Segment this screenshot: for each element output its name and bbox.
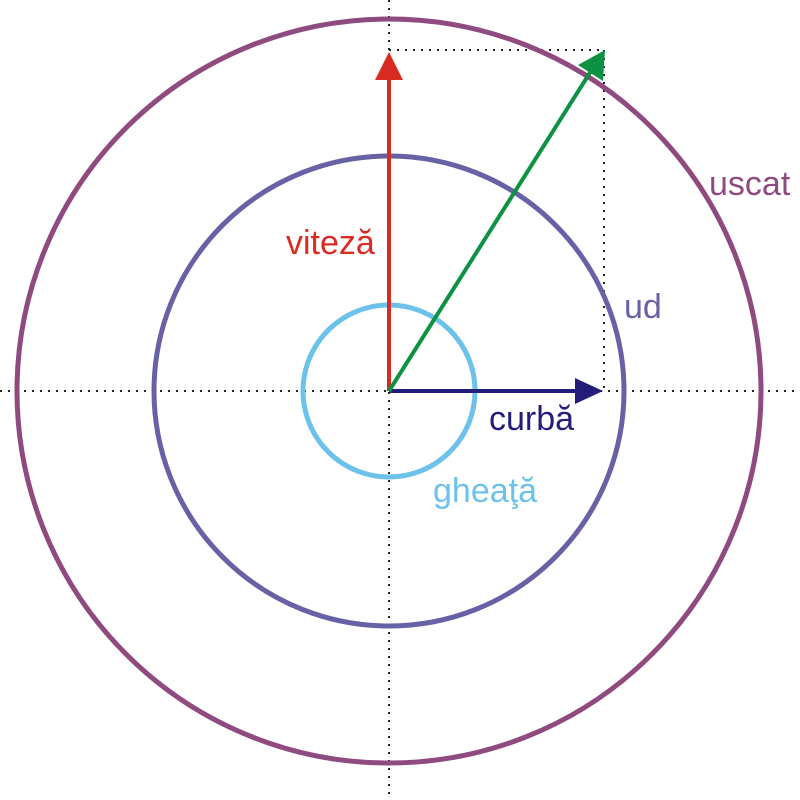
speed-arrowhead <box>375 52 403 80</box>
dry-circle <box>14 16 764 766</box>
ice-label: gheaţă <box>433 472 537 510</box>
speed-label: viteză <box>286 224 375 262</box>
resultant-vector <box>387 50 605 393</box>
curve-label: curbă <box>489 400 574 438</box>
resultant-arrowhead <box>578 50 605 81</box>
wet-label: ud <box>624 288 662 326</box>
dry-label: uscat <box>709 165 791 203</box>
curve-arrowhead <box>575 378 603 404</box>
speed-vector <box>375 52 403 391</box>
curve-vector <box>389 378 603 404</box>
